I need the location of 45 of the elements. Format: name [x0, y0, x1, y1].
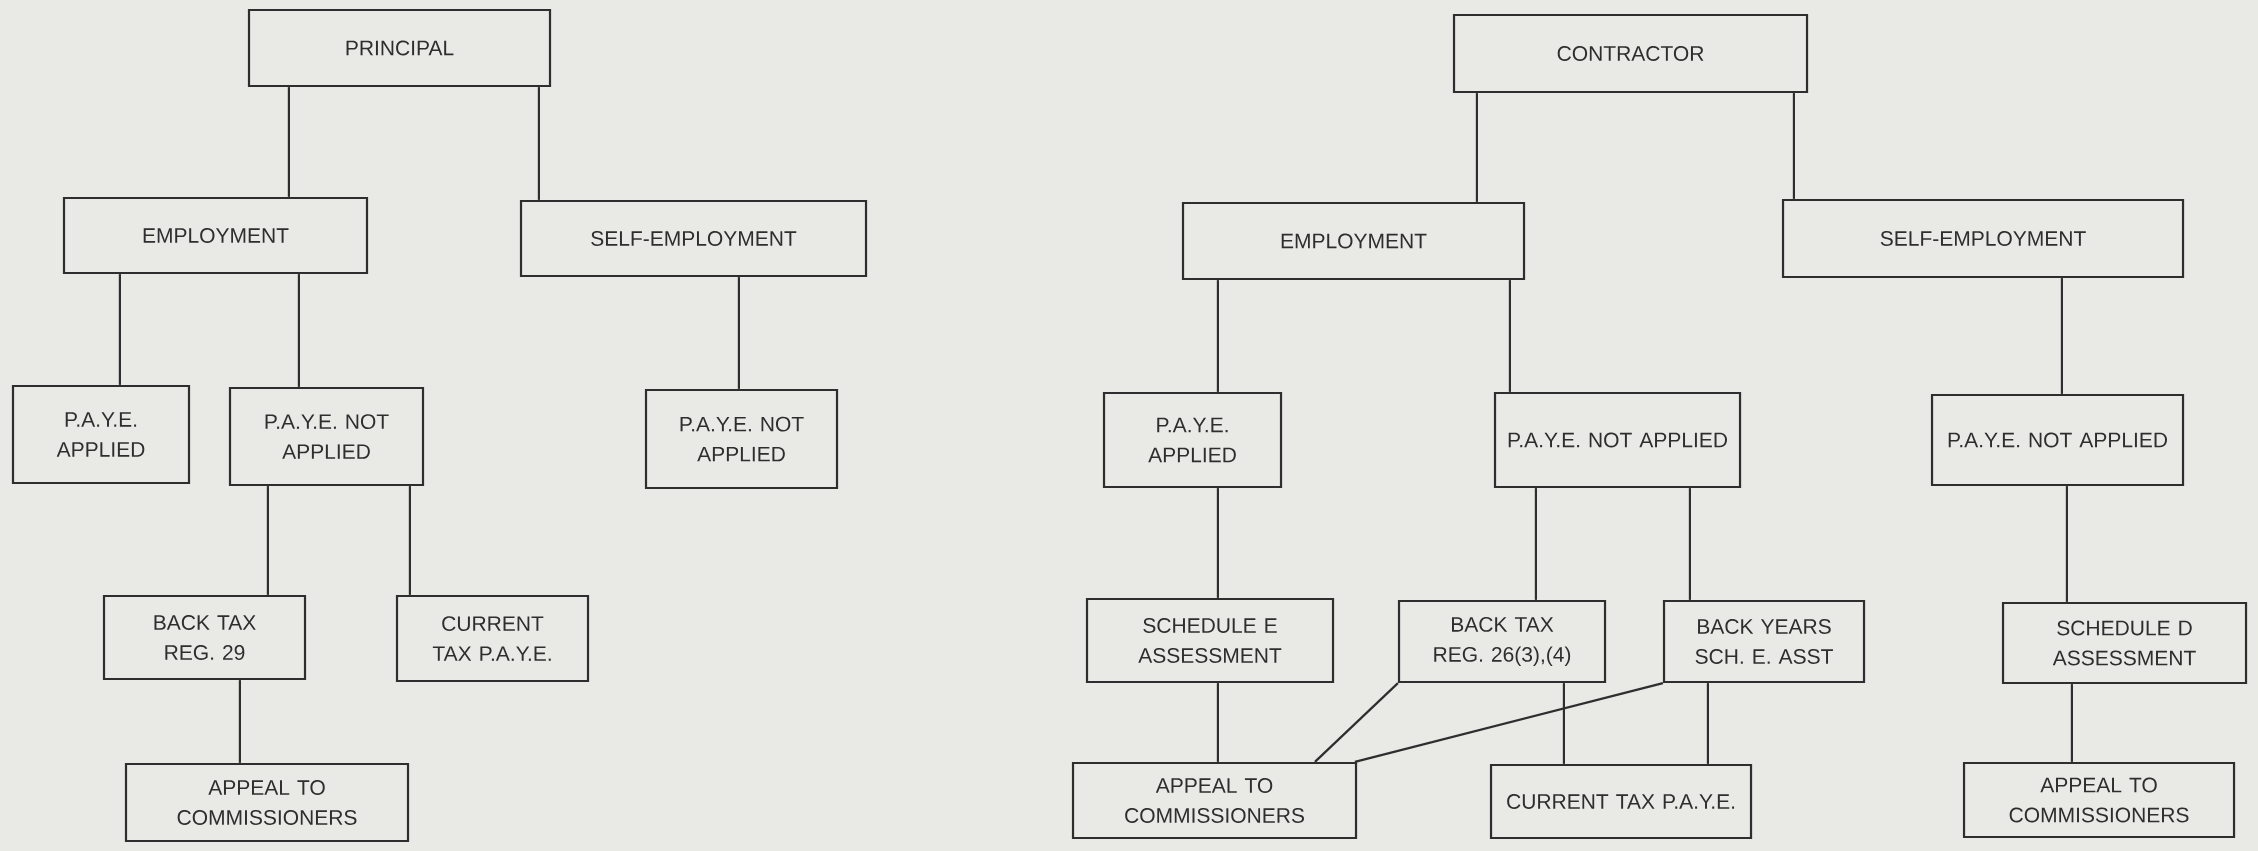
connector-line [2065, 486, 2069, 602]
label-box: BACK TAX REG. 29 [102, 594, 307, 681]
connector-line [1688, 488, 1692, 600]
label-box: CURRENT TAX P.A.Y.E. [395, 594, 590, 683]
connector-line [1216, 683, 1219, 762]
label-box: BACK TAX REG. 26(3),(4) [1397, 599, 1607, 684]
connector-line [408, 486, 411, 595]
connector-line [2070, 684, 2074, 762]
label-box: P.A.Y.E. APPLIED [11, 384, 191, 485]
connector-line [287, 87, 290, 197]
label-box: P.A.Y.E. NOT APPLIED [1493, 391, 1742, 489]
connector-line [1475, 93, 1478, 202]
connector-line [118, 274, 121, 385]
connector-line [238, 680, 241, 763]
label-box: APPEAL TO COMMISSIONERS [1962, 761, 2236, 839]
label-box: P.A.Y.E. NOT APPLIED [228, 386, 425, 487]
connector-line [1706, 683, 1710, 764]
connector-line [1216, 488, 1219, 598]
connector-line [737, 277, 740, 389]
connector-line [2060, 278, 2064, 394]
connector-line [1534, 488, 1537, 600]
connector-line [537, 87, 540, 200]
label-box: EMPLOYMENT [62, 196, 369, 275]
connector-line [1216, 280, 1219, 392]
connector-line [1508, 280, 1511, 392]
connector-line [266, 486, 269, 595]
label-box: P.A.Y.E. NOT APPLIED [1930, 393, 2185, 487]
label-box: APPEAL TO COMMISSIONERS [124, 762, 410, 843]
connector-line [1354, 682, 1664, 763]
label-box: SCHEDULE D ASSESSMENT [2001, 601, 2248, 685]
label-box: P.A.Y.E. NOT APPLIED [644, 388, 839, 490]
connector-line [297, 274, 300, 387]
label-box: P.A.Y.E. APPLIED [1102, 391, 1283, 489]
label-box: SCHEDULE E ASSESSMENT [1085, 597, 1335, 684]
label-box: CONTRACTOR [1452, 13, 1809, 94]
label-box: CURRENT TAX P.A.Y.E. [1489, 763, 1753, 840]
label-box: APPEAL TO COMMISSIONERS [1071, 761, 1358, 840]
label-box: SELF-EMPLOYMENT [1781, 198, 2185, 279]
label-box: BACK YEARS SCH. E. ASST [1662, 599, 1866, 684]
connector-line [1314, 682, 1399, 763]
connector-line [1562, 683, 1565, 764]
connector-line [1792, 93, 1796, 199]
label-box: SELF-EMPLOYMENT [519, 199, 868, 278]
label-box: PRINCIPAL [247, 8, 552, 88]
label-box: EMPLOYMENT [1181, 201, 1526, 281]
